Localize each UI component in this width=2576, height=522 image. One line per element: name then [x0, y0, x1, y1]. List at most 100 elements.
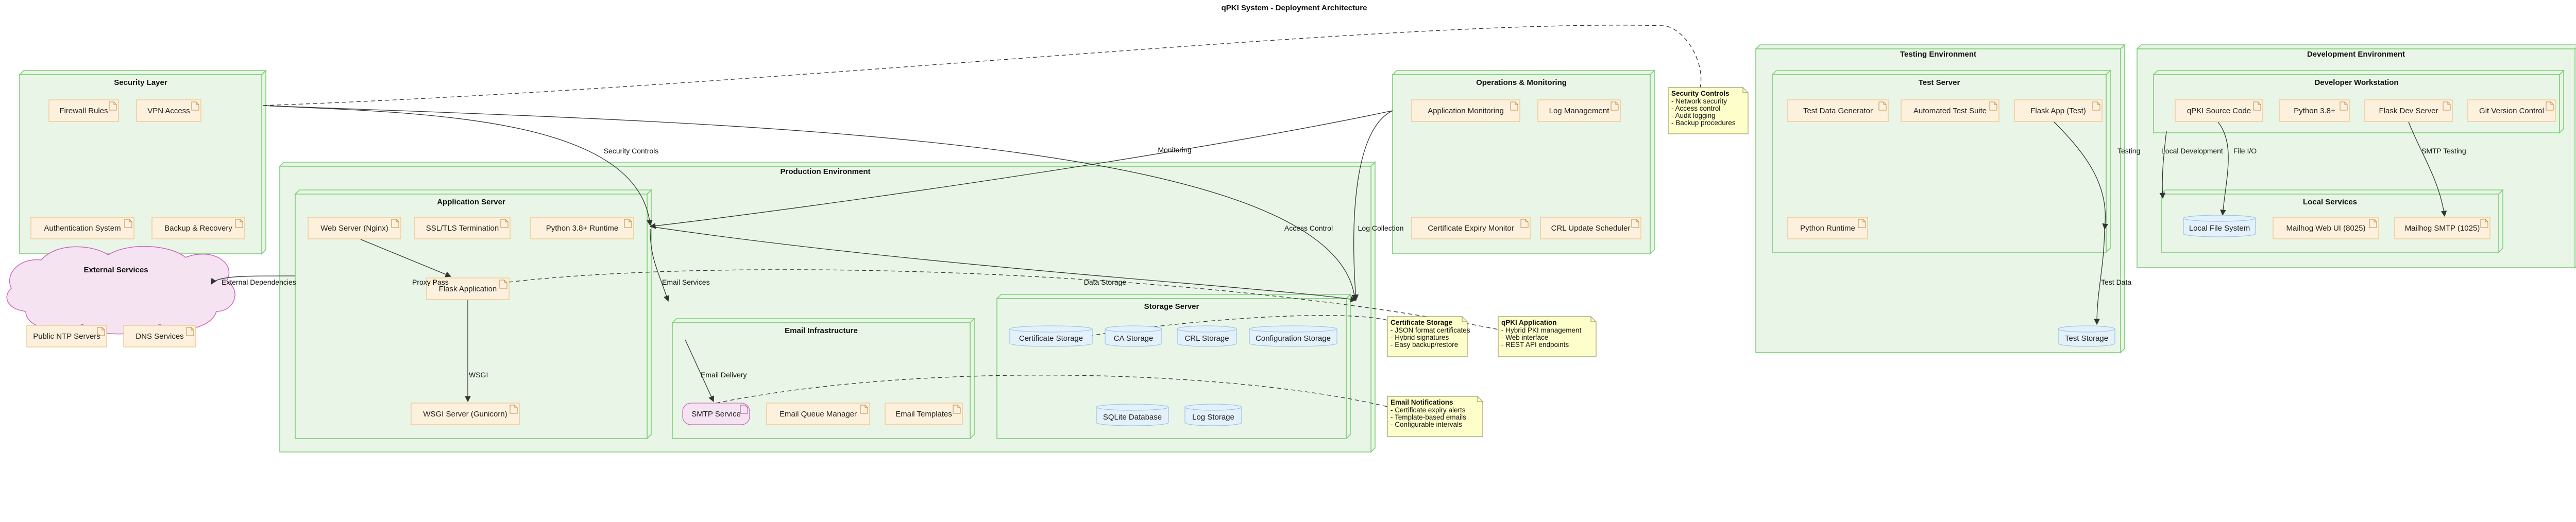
- note-title: Certificate Storage: [1391, 319, 1453, 326]
- artifact-auto-test: Automated Test Suite: [1901, 99, 1999, 122]
- document-icon: [1611, 101, 1619, 111]
- artifact-python-runtime: Python Runtime: [1787, 217, 1868, 239]
- artifact-cert-monitor: Certificate Expiry Monitor: [1411, 217, 1531, 239]
- edge-local-development: [2159, 131, 2167, 199]
- edge-label-test-data: Test Data: [2101, 278, 2131, 286]
- artifact-label: Automated Test Suite: [1913, 107, 1987, 115]
- artifact-label: Flask Dev Server: [2379, 107, 2438, 115]
- document-icon: [97, 327, 105, 336]
- package-title-storage-server: Storage Server: [1144, 302, 1199, 311]
- artifact-label: Test Data Generator: [1803, 107, 1873, 115]
- edge-label-access-control: Access Control: [1284, 224, 1333, 232]
- document-icon: [186, 327, 194, 336]
- document-icon: [2092, 101, 2100, 111]
- document-icon: [510, 405, 518, 414]
- note-line: - JSON format certificates: [1391, 326, 1470, 334]
- storage-test-storage: Test Storage: [2058, 325, 2115, 347]
- package-title-testing-env: Testing Environment: [1900, 50, 1976, 59]
- document-icon: [2480, 219, 2488, 228]
- edge-testing: [2053, 120, 2109, 230]
- artifact-git: Git Version Control: [2467, 99, 2556, 122]
- document-icon: [1510, 101, 1518, 111]
- artifact-mailhog-smtp: Mailhog SMTP (1025): [2394, 217, 2490, 239]
- document-icon: [109, 101, 117, 111]
- artifact-label: Email Templates: [895, 410, 952, 419]
- document-icon: [2546, 101, 2554, 111]
- storage-ca-storage: CA Storage: [1105, 325, 1162, 347]
- artifact-backup: Backup & Recovery: [151, 217, 245, 239]
- artifact-dns: DNS Services: [123, 325, 196, 347]
- artifact-test-data-gen: Test Data Generator: [1787, 99, 1889, 122]
- edge-label-monitoring: Monitoring: [1158, 146, 1191, 154]
- edge-data-storage: [650, 226, 1357, 302]
- document-icon: [1858, 219, 1866, 228]
- artifact-mailhog-web: Mailhog Web UI (8025): [2273, 217, 2379, 239]
- note-line: - Template-based emails: [1391, 413, 1466, 421]
- artifact-label: Authentication System: [44, 224, 121, 233]
- edge-label-testing: Testing: [2117, 147, 2140, 155]
- edge-monitoring: [649, 110, 1393, 229]
- note-line: - Access control: [1671, 105, 1720, 112]
- artifact-label: Flask Application: [439, 285, 497, 293]
- service-label: SMTP Service: [691, 410, 741, 419]
- package-external-services: External Services: [6, 246, 235, 335]
- document-icon: [1989, 101, 1997, 111]
- storage-crl-storage: CRL Storage: [1177, 325, 1237, 347]
- artifact-label: WSGI Server (Gunicorn): [423, 410, 507, 419]
- document-icon: [624, 219, 632, 228]
- artifact-email-templates: Email Templates: [885, 403, 963, 425]
- note-line: - REST API endpoints: [1501, 341, 1569, 349]
- artifact-email-queue: Email Queue Manager: [766, 403, 870, 425]
- document-icon: [1878, 101, 1887, 111]
- note-email-notifications: Email Notifications- Certificate expiry …: [1387, 396, 1483, 437]
- connector-security-controls-note: [262, 25, 1702, 106]
- artifact-label: Log Management: [1549, 107, 1610, 115]
- artifact-flask-dev: Flask Dev Server: [2364, 99, 2453, 122]
- note-security-controls: Security Controls- Network security- Acc…: [1668, 87, 1749, 134]
- diagram-title: qPKI System - Deployment Architecture: [1222, 4, 1367, 12]
- document-icon: [2443, 101, 2451, 111]
- note-title: Security Controls: [1671, 90, 1730, 97]
- package-title-production: Production Environment: [780, 167, 870, 176]
- artifact-label: Python 3.8+: [2294, 107, 2335, 115]
- edge-external-dependencies: [211, 275, 296, 285]
- edge-smtp-testing: [2408, 121, 2447, 217]
- document-icon: [391, 219, 399, 228]
- package-title-external: External Services: [83, 266, 148, 274]
- edge-access-control: [262, 105, 1358, 301]
- document-icon: [1631, 219, 1639, 228]
- artifact-label: Backup & Recovery: [164, 224, 232, 233]
- document-icon: [740, 405, 748, 414]
- artifact-nginx: Web Server (Nginx): [308, 217, 401, 239]
- edge-label-security-controls: Security Controls: [604, 147, 659, 155]
- edge-label-wsgi: WSGI: [469, 371, 488, 379]
- note-title: Email Notifications: [1391, 398, 1453, 406]
- storage-config-storage: Configuration Storage: [1249, 325, 1337, 347]
- artifact-ssl: SSL/TLS Termination: [414, 217, 511, 239]
- artifact-qpki-source: qPKI Source Code: [2175, 99, 2263, 122]
- artifact-label: Public NTP Servers: [33, 332, 100, 341]
- edge-label-local-development: Local Development: [2161, 147, 2223, 155]
- note-line: - Hybrid signatures: [1391, 334, 1449, 341]
- artifact-python38-rt: Python 3.8+ Runtime: [530, 217, 634, 239]
- document-icon: [2369, 219, 2377, 228]
- package-title-test-server: Test Server: [1919, 78, 1960, 87]
- document-icon: [124, 219, 132, 228]
- document-icon: [2340, 101, 2348, 111]
- artifact-wsgi: WSGI Server (Gunicorn): [411, 403, 520, 425]
- storage-local-fs: Local File System: [2183, 215, 2256, 237]
- storage-label: CRL Storage: [1184, 334, 1229, 343]
- edge-label-external-dependencies: External Dependencies: [222, 278, 296, 286]
- package-title-dev-env: Development Environment: [2307, 50, 2405, 59]
- document-icon: [1520, 219, 1529, 228]
- storage-label: Certificate Storage: [1019, 334, 1083, 343]
- artifact-flask-app: Flask Application: [426, 277, 510, 300]
- artifact-label: Web Server (Nginx): [320, 224, 388, 233]
- package-title-app-server: Application Server: [437, 198, 505, 206]
- edge-email-services: [650, 229, 670, 302]
- artifact-label: Application Monitoring: [1428, 107, 1504, 115]
- package-title-security: Security Layer: [114, 78, 167, 87]
- note-qpki-application: qPKI Application- Hybrid PKI management-…: [1498, 316, 1597, 357]
- artifact-label: Flask App (Test): [2030, 107, 2086, 115]
- edge-label-file-io: File I/O: [2233, 147, 2257, 155]
